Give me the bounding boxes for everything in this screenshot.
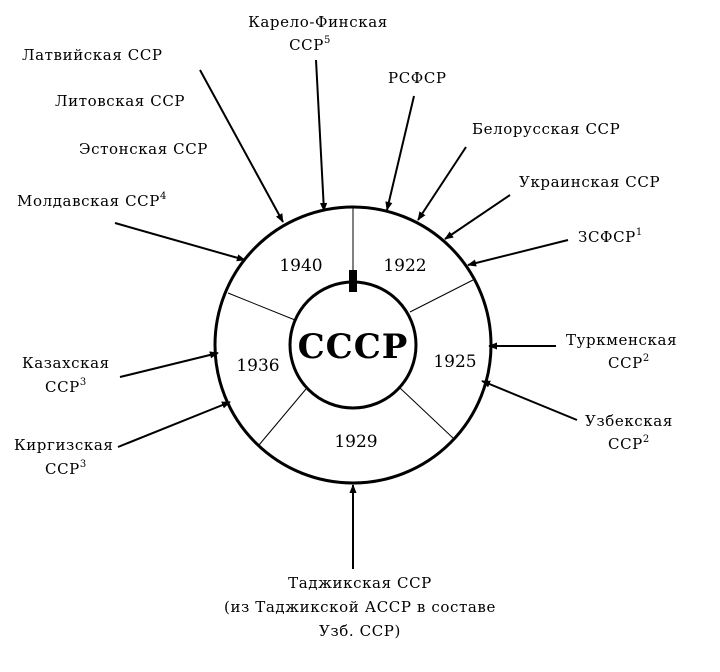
label-karelo-line1: Карело-Финская (248, 13, 388, 31)
label-moldova: Молдавская ССР4 (17, 191, 167, 210)
year-1936: 1936 (236, 356, 279, 376)
divider-1929-1936 (258, 388, 307, 446)
arrow-uzbek (481, 380, 578, 421)
label-belarus: Белорусская ССР (472, 120, 620, 138)
arrow-moldova (114, 222, 246, 262)
label-estonia: Эстонская ССР (79, 140, 208, 158)
arrow-zsfsr (467, 239, 569, 267)
arrow-rsfsr (385, 95, 415, 211)
arrow-ukraine (444, 194, 511, 240)
label-tajik-line3: Узб. ССР) (319, 622, 401, 640)
label-turkmen-line2: ССР2 (608, 353, 650, 372)
year-1940: 1940 (279, 256, 322, 276)
label-tajik-line2: (из Таджикской АССР в составе (224, 598, 496, 616)
arrow-karelo (315, 59, 328, 212)
label-tajik-line1: Таджикская ССР (288, 574, 432, 592)
label-kyrgyz-line1: Киргизская (14, 436, 113, 454)
start-marker (349, 270, 357, 292)
label-karelo-line2: ССР5 (289, 35, 331, 54)
year-1922: 1922 (383, 256, 426, 276)
arrow-belarus (417, 146, 467, 221)
year-1925: 1925 (433, 352, 476, 372)
arrow-baltic (199, 69, 284, 223)
label-kyrgyz-line2: ССР3 (45, 459, 87, 478)
label-kazakh-line2: ССР3 (45, 377, 87, 396)
arrow-kyrgyz (117, 401, 231, 448)
label-uzbek-line1: Узбекская (585, 412, 673, 430)
label-latvia: Латвийская ССР (22, 46, 163, 64)
label-zsfsr: ЗСФСР1 (578, 227, 643, 246)
label-lithuania: Литовская ССР (55, 92, 185, 110)
label-uzbek-line2: ССР2 (608, 434, 650, 453)
label-ukraine: Украинская ССР (519, 173, 660, 191)
divider-1922-1925 (409, 279, 474, 313)
label-rsfsr: РСФСР (388, 69, 447, 87)
label-kazakh-line1: Казахская (22, 354, 110, 372)
arrow-kazakh (119, 351, 219, 378)
divider-1925-1929 (399, 387, 454, 439)
divider-1936-1940 (227, 292, 296, 321)
center-label: СССР (298, 327, 409, 367)
label-turkmen-line1: Туркменская (566, 331, 677, 349)
year-1929: 1929 (334, 432, 377, 452)
